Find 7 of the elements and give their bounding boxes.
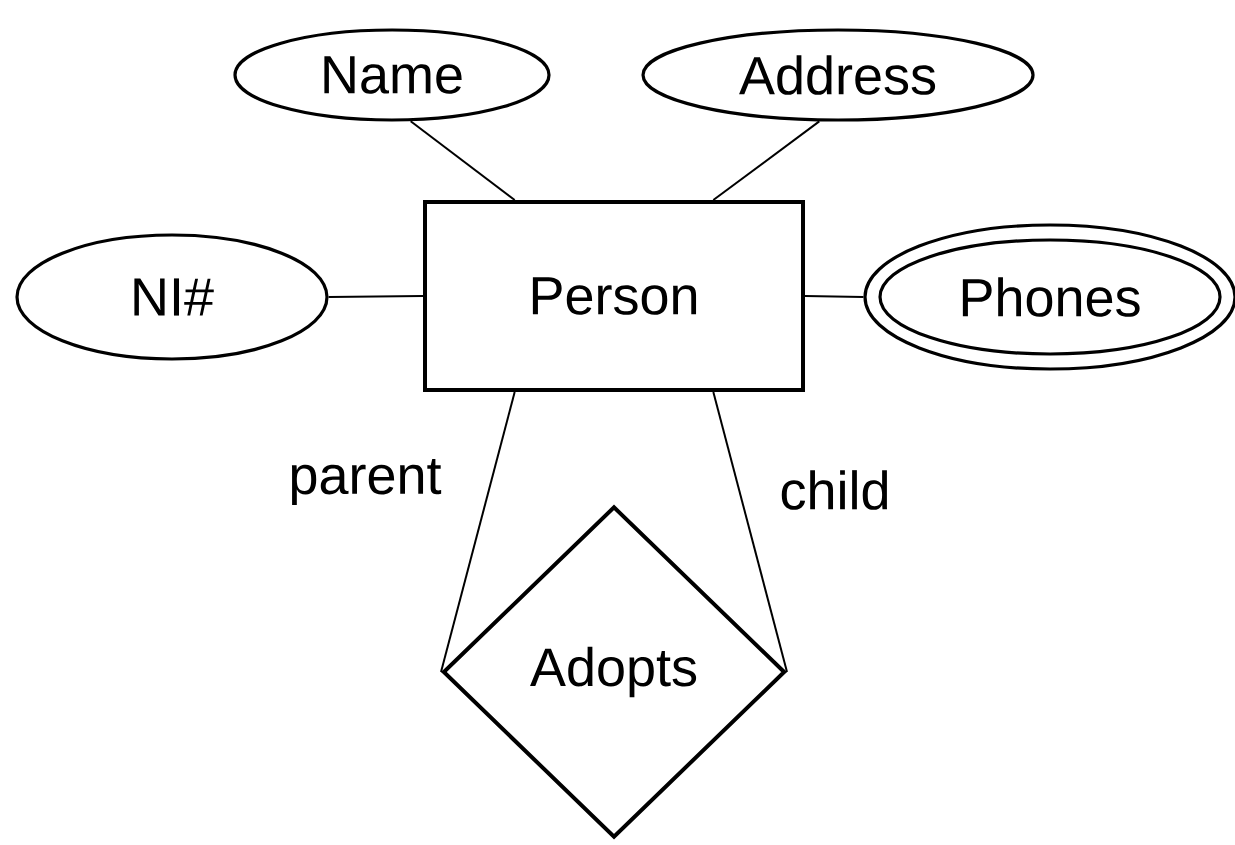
connector-line	[712, 120, 821, 201]
connector-line	[440, 391, 516, 673]
entity-box: Person	[423, 200, 805, 392]
connector-line	[409, 120, 516, 201]
connector-line	[804, 295, 865, 298]
connector-line	[712, 391, 788, 673]
connector-line	[327, 295, 424, 298]
